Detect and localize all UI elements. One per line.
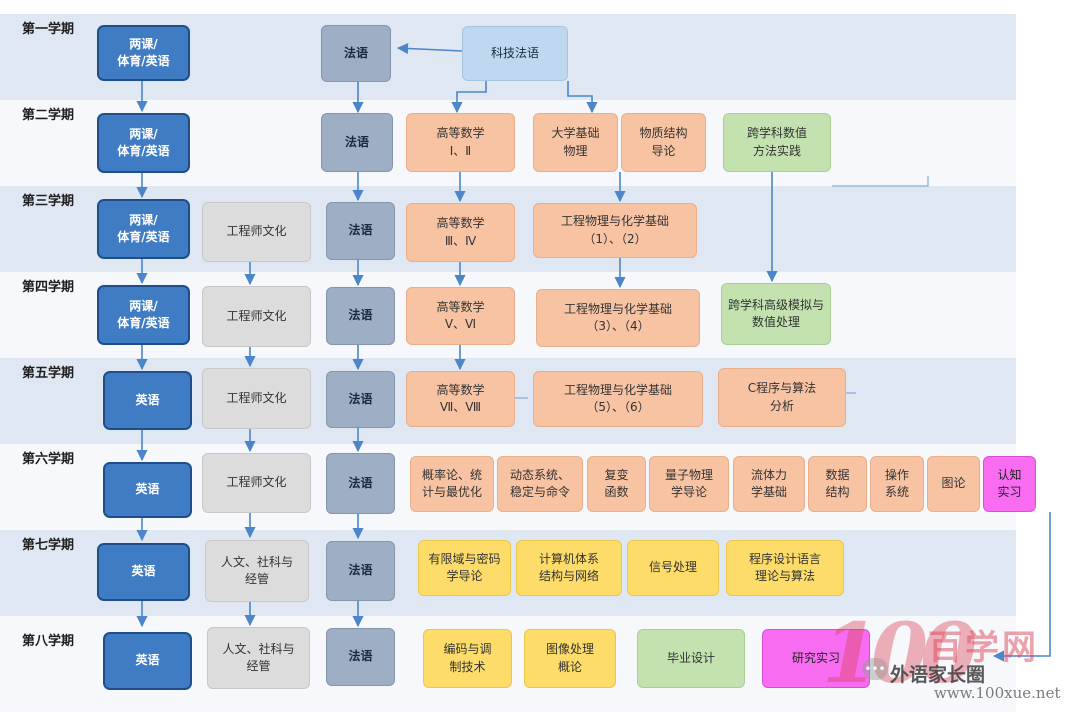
- arch-s7: 计算机体系 结构与网络: [516, 540, 622, 596]
- coding-s8: 编码与调 制技术: [423, 629, 512, 688]
- eng-culture-s3: 工程师文化: [202, 202, 311, 262]
- semester-label-4: 第四学期: [22, 280, 75, 295]
- humanities-s8: 人文、社科与 经管: [207, 627, 310, 689]
- eng-culture-s4: 工程师文化: [202, 286, 311, 347]
- semester-label-7: 第七学期: [22, 538, 75, 553]
- complex-s6: 复变 函数: [587, 456, 646, 512]
- semester-label-3: 第三学期: [22, 194, 75, 209]
- phys-chem-s4: 工程物理与化学基础 （3）、（4）: [536, 289, 700, 347]
- os-s6: 操作 系统: [870, 456, 924, 512]
- english-s6: 英语: [103, 462, 192, 518]
- c-prog-s5: C程序与算法 分析: [718, 368, 846, 427]
- core-courses-s1: 两课/ 体育/英语: [97, 25, 190, 81]
- physics-s2: 大学基础 物理: [533, 113, 618, 172]
- site-name-watermark: 百学网: [928, 628, 1039, 668]
- wechat-icon: •••: [862, 658, 888, 680]
- semester-label-8: 第八学期: [22, 634, 75, 649]
- numerical-s2: 跨学科数值 方法实践: [723, 113, 831, 172]
- site-url-watermark: www.100xue.net: [934, 684, 1061, 702]
- semester-label-2: 第二学期: [22, 108, 75, 123]
- thesis-s8: 毕业设计: [637, 629, 745, 688]
- eng-culture-s5: 工程师文化: [202, 368, 311, 429]
- research-s8: 研究实习: [762, 629, 870, 688]
- semester-label-5: 第五学期: [22, 366, 75, 381]
- core-courses-s3: 两课/ 体育/英语: [97, 199, 190, 259]
- prob-s6: 概率论、统 计与最优化: [410, 456, 494, 512]
- site-logo-watermark: 100: [822, 606, 977, 702]
- english-s5: 英语: [103, 371, 192, 430]
- semester-label-1: 第一学期: [22, 22, 75, 37]
- french-s6: 法语: [326, 453, 395, 514]
- pl-s7: 程序设计语言 理论与算法: [726, 540, 844, 596]
- french-s2: 法语: [321, 113, 393, 172]
- math-s2: 高等数学 Ⅰ、Ⅱ: [406, 113, 515, 172]
- dyn-s6: 动态系统、 稳定与命令: [497, 456, 583, 512]
- phys-chem-s3: 工程物理与化学基础 （1）、（2）: [533, 203, 697, 258]
- wechat-account-watermark: 外语家长圈: [890, 664, 986, 686]
- french-s4: 法语: [326, 287, 395, 345]
- eng-culture-s6: 工程师文化: [202, 453, 311, 513]
- core-courses-s4: 两课/ 体育/英语: [97, 285, 190, 345]
- french-s7: 法语: [326, 541, 395, 601]
- structure-s2: 物质结构 导论: [621, 113, 706, 172]
- core-courses-s2: 两课/ 体育/英语: [97, 113, 190, 173]
- english-s8: 英语: [103, 632, 192, 690]
- data-struct-s6: 数据 结构: [808, 456, 867, 512]
- humanities-s7: 人文、社科与 经管: [205, 540, 309, 602]
- french-s3: 法语: [326, 202, 395, 260]
- math-s3: 高等数学 Ⅲ、Ⅳ: [406, 203, 515, 262]
- graph-s6: 图论: [927, 456, 980, 512]
- french-s5: 法语: [326, 371, 395, 428]
- semester-label-6: 第六学期: [22, 452, 75, 467]
- internship-s6: 认知 实习: [983, 456, 1036, 512]
- sci-french-s1: 科技法语: [462, 26, 568, 81]
- french-s1: 法语: [321, 25, 391, 82]
- simulation-s4: 跨学科高级模拟与 数值处理: [721, 283, 831, 345]
- signal-s7: 信号处理: [627, 540, 719, 596]
- quantum-s6: 量子物理 学导论: [649, 456, 729, 512]
- phys-chem-s5: 工程物理与化学基础 （5）、（6）: [533, 371, 703, 427]
- math-s4: 高等数学 Ⅴ、Ⅵ: [406, 287, 515, 345]
- fluid-s6: 流体力 学基础: [733, 456, 805, 512]
- crypto-s7: 有限域与密码 学导论: [418, 540, 511, 596]
- french-s8: 法语: [326, 628, 395, 686]
- image-s8: 图像处理 概论: [524, 629, 616, 688]
- english-s7: 英语: [97, 543, 190, 601]
- math-s5: 高等数学 Ⅶ、Ⅷ: [406, 371, 515, 427]
